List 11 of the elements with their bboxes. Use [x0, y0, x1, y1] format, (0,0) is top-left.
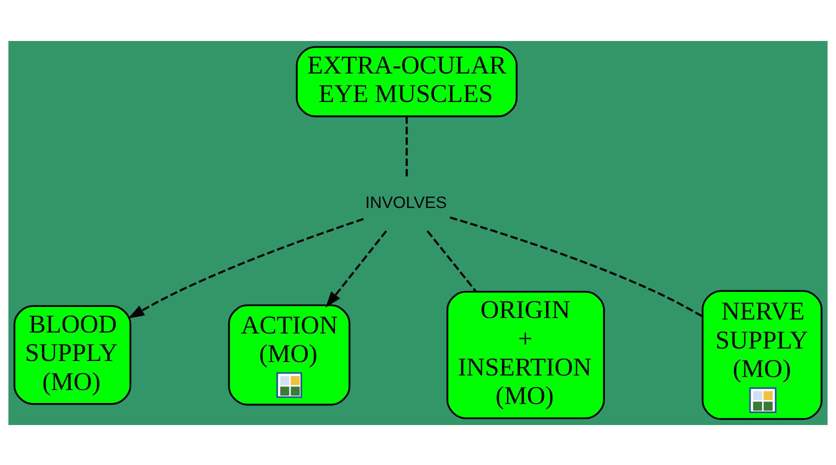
- connector: [426, 230, 477, 292]
- arrow: [128, 218, 364, 318]
- node-box: EXTRA-OCULAR EYE MUSCLES: [296, 46, 518, 117]
- arrow: [326, 230, 388, 308]
- node-box: NERVE SUPPLY (MO): [702, 290, 822, 420]
- connector: [406, 116, 408, 176]
- node-box: ACTION (MO): [228, 304, 350, 406]
- connector: [450, 216, 703, 317]
- node-text: INVOLVES: [365, 192, 447, 212]
- node-box: BLOOD SUPPLY (MO): [14, 304, 132, 404]
- node-box: ORIGIN + INSERTION (MO): [446, 290, 605, 419]
